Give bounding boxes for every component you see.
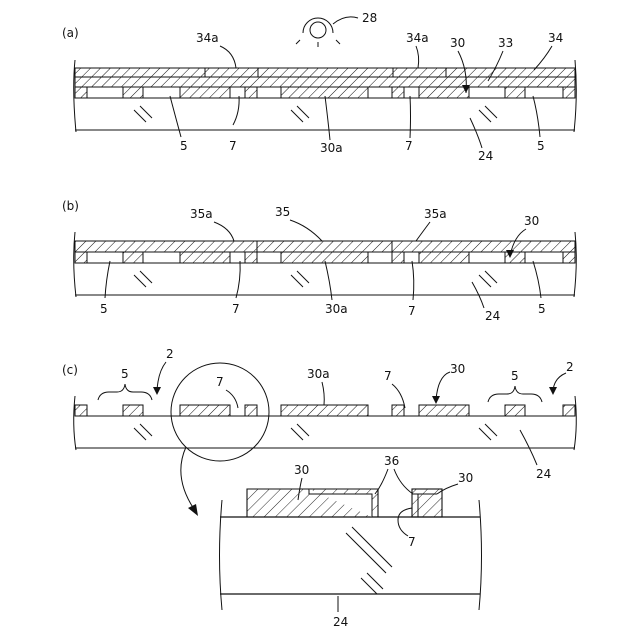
- label-30-a: 30: [450, 36, 465, 50]
- label-5-b-right: 5: [538, 302, 546, 316]
- label-7-b-left: 7: [232, 302, 240, 316]
- label-30a-b: 30a: [325, 302, 348, 316]
- label-2-c-right: 2: [566, 360, 574, 374]
- panel-b-letter: (b): [62, 199, 79, 213]
- label-light: 28: [362, 11, 377, 25]
- label-24-detail: 24: [333, 615, 348, 629]
- label-7-c-circle: 7: [216, 375, 224, 389]
- label-34a-right: 34a: [406, 31, 429, 45]
- substrate-c: [74, 396, 577, 450]
- label-7-a-left: 7: [229, 139, 237, 153]
- pattern-row-c: [75, 405, 575, 416]
- label-7-a-right: 7: [405, 139, 413, 153]
- label-35: 35: [275, 205, 290, 219]
- label-5-c-right: 5: [511, 369, 519, 383]
- bracket-5-left: [98, 384, 152, 400]
- label-36: 36: [384, 454, 399, 468]
- cover-layer: [75, 241, 575, 252]
- label-24-a: 24: [478, 149, 493, 163]
- label-30-b: 30: [524, 214, 539, 228]
- light-source-icon: [296, 17, 358, 47]
- label-35a-right: 35a: [424, 207, 447, 221]
- label-5-c-left: 5: [121, 367, 129, 381]
- label-34: 34: [548, 31, 563, 45]
- detail-arrow: [181, 447, 196, 512]
- panel-a: (a) 28: [62, 11, 576, 163]
- label-30a-c: 30a: [307, 367, 330, 381]
- label-30-detail-right: 30: [458, 471, 473, 485]
- resist-layer: [75, 77, 575, 87]
- detail-arrowhead: [188, 504, 198, 516]
- mask-layer: [75, 68, 575, 77]
- label-34a-left: 34a: [196, 31, 219, 45]
- label-30a-a: 30a: [320, 141, 343, 155]
- panel-a-letter: (a): [62, 26, 79, 40]
- label-7-b-right: 7: [408, 304, 416, 318]
- label-33: 33: [498, 36, 513, 50]
- panel-c-letter: (c): [62, 363, 78, 377]
- label-30-detail-left: 30: [294, 463, 309, 477]
- label-30-c: 30: [450, 362, 465, 376]
- label-24-b: 24: [485, 309, 500, 323]
- label-7-c-right: 7: [384, 369, 392, 383]
- label-5-a-left: 5: [180, 139, 188, 153]
- label-2-c-left: 2: [166, 347, 174, 361]
- detail-view: 30 36 30 7 24: [220, 454, 482, 629]
- label-24-c: 24: [536, 467, 551, 481]
- bracket-5-right: [488, 386, 542, 402]
- label-5-b-left: 5: [100, 302, 108, 316]
- label-7-detail: 7: [408, 535, 416, 549]
- panel-b: (b): [62, 199, 576, 323]
- label-35a-left: 35a: [190, 207, 213, 221]
- label-5-a-right: 5: [537, 139, 545, 153]
